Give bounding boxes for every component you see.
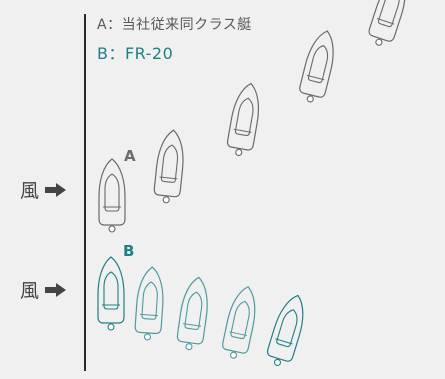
wind-label: 風: [20, 280, 40, 302]
arrow-right-icon: [45, 182, 67, 197]
boat-b-5: [263, 291, 311, 370]
legend-b: B：FR-20: [97, 44, 174, 63]
boat-b-3: [175, 274, 213, 353]
boat-b-label: B: [123, 242, 135, 260]
boat-b-2: [133, 265, 166, 342]
boat-a-5: [364, 0, 414, 50]
boat-b-1: [97, 256, 125, 331]
boat-b-4: [219, 283, 262, 362]
legend-a: A：当社従来同クラス艇: [97, 17, 252, 33]
arrow-right-icon: [45, 282, 67, 297]
wind-indicator-2: 風: [20, 276, 67, 303]
boat-a-3: [224, 80, 265, 159]
boat-a-2: [152, 128, 188, 205]
wind-label: 風: [20, 180, 40, 202]
boat-a-4: [296, 27, 341, 106]
boat-a-label: A: [124, 147, 136, 165]
boat-a-1: [98, 158, 126, 233]
wind-indicator-1: 風: [20, 176, 67, 203]
